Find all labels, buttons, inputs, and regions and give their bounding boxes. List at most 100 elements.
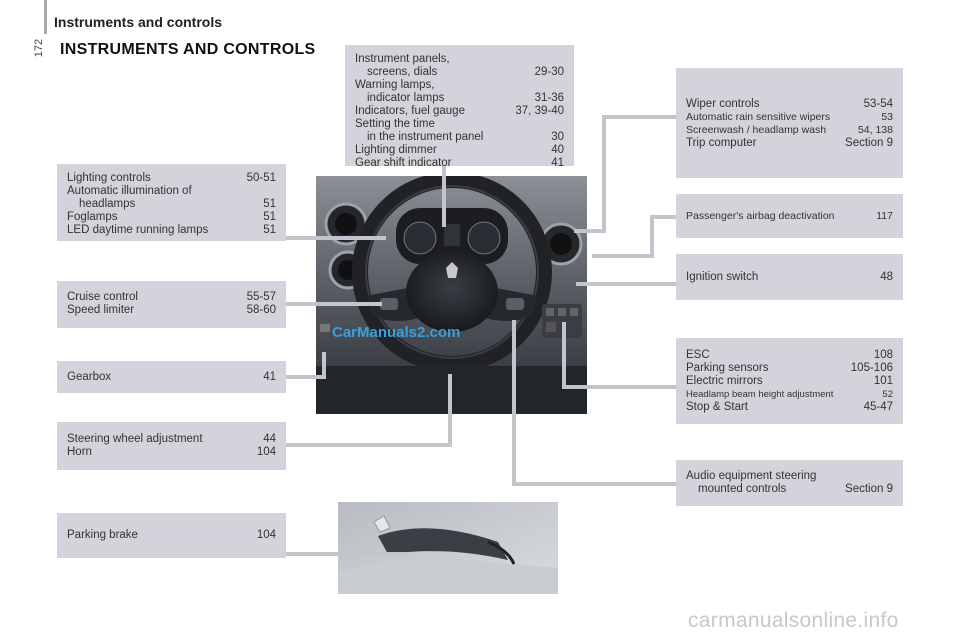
entry-page: 101 bbox=[873, 375, 893, 387]
connector-ignition bbox=[576, 282, 676, 286]
entry-label: Speed limiter bbox=[67, 304, 135, 316]
parking-brake-box: Parking brake 104 bbox=[57, 513, 286, 558]
parking-brake-illustration bbox=[338, 502, 558, 594]
entry-page: 104 bbox=[256, 529, 276, 541]
entry-page: 41 bbox=[263, 371, 276, 383]
entry-page: 52 bbox=[882, 389, 893, 400]
entry-label: Electric mirrors bbox=[686, 375, 763, 387]
entry-page: 37, 39-40 bbox=[515, 105, 564, 117]
connector-audio-h bbox=[512, 482, 676, 486]
connector-wiper-v bbox=[602, 115, 606, 233]
entry-page: 31-36 bbox=[534, 92, 564, 104]
entry-page: 53-54 bbox=[863, 98, 893, 110]
entry-label: Automatic rain sensitive wipers bbox=[686, 111, 831, 123]
index-entry: Parking sensors 105-106 bbox=[686, 362, 893, 375]
dashboard-illustration bbox=[316, 176, 587, 414]
entry-label: mounted controls bbox=[698, 483, 787, 495]
entry-label: Automatic illumination of bbox=[67, 185, 192, 197]
entry-label: Passenger's airbag deactivation bbox=[686, 210, 835, 222]
connector-esc-h bbox=[562, 385, 676, 389]
page-title: INSTRUMENTS AND CONTROLS bbox=[60, 41, 316, 58]
entry-label: Steering wheel adjustment bbox=[67, 433, 203, 445]
connector-esc-v bbox=[562, 322, 566, 389]
connector-instrument bbox=[442, 165, 446, 227]
entry-label: Gear shift indicator bbox=[355, 157, 452, 169]
index-entry: Warning lamps, bbox=[355, 79, 564, 92]
index-entry: in the instrument panel 30 bbox=[355, 131, 564, 144]
entry-page: Section 9 bbox=[845, 137, 893, 149]
entry-label: Trip computer bbox=[686, 137, 757, 149]
index-entry: mounted controls Section 9 bbox=[686, 483, 893, 496]
entry-page: Section 9 bbox=[845, 483, 893, 495]
entry-label: Cruise control bbox=[67, 291, 138, 303]
index-entry: Speed limiter 58-60 bbox=[67, 304, 276, 317]
entry-label: Horn bbox=[67, 446, 92, 458]
connector-wiper-end bbox=[574, 229, 606, 233]
entry-label: Ignition switch bbox=[686, 271, 759, 283]
entry-page: 50-51 bbox=[246, 172, 276, 184]
entry-page: 58-60 bbox=[246, 304, 276, 316]
entry-page: 29-30 bbox=[534, 66, 564, 78]
entry-page bbox=[556, 79, 564, 92]
entry-label: Audio equipment steering bbox=[686, 470, 817, 482]
connector-airbag-v bbox=[650, 215, 654, 257]
parking-brake-photo bbox=[338, 502, 558, 594]
index-entry: Steering wheel adjustment 44 bbox=[67, 433, 276, 446]
entry-page: 104 bbox=[256, 446, 276, 458]
connector-gearbox-h bbox=[286, 375, 326, 379]
connector-gearbox-v bbox=[322, 352, 326, 379]
entry-label: Indicators, fuel gauge bbox=[355, 105, 465, 117]
connector-cruise bbox=[286, 302, 382, 306]
entry-page: 108 bbox=[873, 349, 893, 361]
entry-page: 55-57 bbox=[246, 291, 276, 303]
index-entry: Instrument panels, bbox=[355, 53, 564, 66]
index-entry: Indicators, fuel gauge 37, 39-40 bbox=[355, 105, 564, 118]
entry-label: headlamps bbox=[79, 198, 136, 210]
entry-page bbox=[268, 185, 276, 198]
entry-label: Parking brake bbox=[67, 529, 138, 541]
connector-steering-h bbox=[286, 443, 452, 447]
header-bar bbox=[44, 0, 47, 34]
entry-page: 44 bbox=[263, 433, 276, 445]
watermark-footer: carmanualsonline.info bbox=[688, 609, 899, 632]
connector-audio-v bbox=[512, 320, 516, 486]
entry-page: 30 bbox=[551, 131, 564, 143]
entry-page bbox=[556, 118, 564, 131]
dashboard-photo bbox=[316, 176, 587, 414]
entry-label: ESC bbox=[686, 349, 710, 361]
section-title: Instruments and controls bbox=[54, 14, 223, 30]
connector-parking bbox=[286, 552, 406, 556]
index-entry: Automatic illumination of bbox=[67, 185, 276, 198]
page-number: 172 bbox=[33, 38, 45, 58]
entry-label: Wiper controls bbox=[686, 98, 760, 110]
entry-page: 40 bbox=[551, 144, 564, 156]
entry-page: 51 bbox=[263, 224, 276, 236]
entry-page: 41 bbox=[551, 157, 564, 169]
entry-page: 105-106 bbox=[850, 362, 893, 374]
entry-page bbox=[885, 470, 893, 483]
entry-page: 54, 138 bbox=[857, 124, 893, 136]
connector-steering-v bbox=[448, 374, 452, 447]
connector-airbag-h bbox=[650, 215, 676, 219]
index-entry: Electric mirrors 101 bbox=[686, 375, 893, 388]
entry-label: Lighting dimmer bbox=[355, 144, 437, 156]
connector-lighting bbox=[286, 236, 386, 240]
index-entry: Gear shift indicator 41 bbox=[355, 157, 564, 170]
entry-label: Parking sensors bbox=[686, 362, 769, 374]
entry-label: in the instrument panel bbox=[367, 131, 484, 143]
